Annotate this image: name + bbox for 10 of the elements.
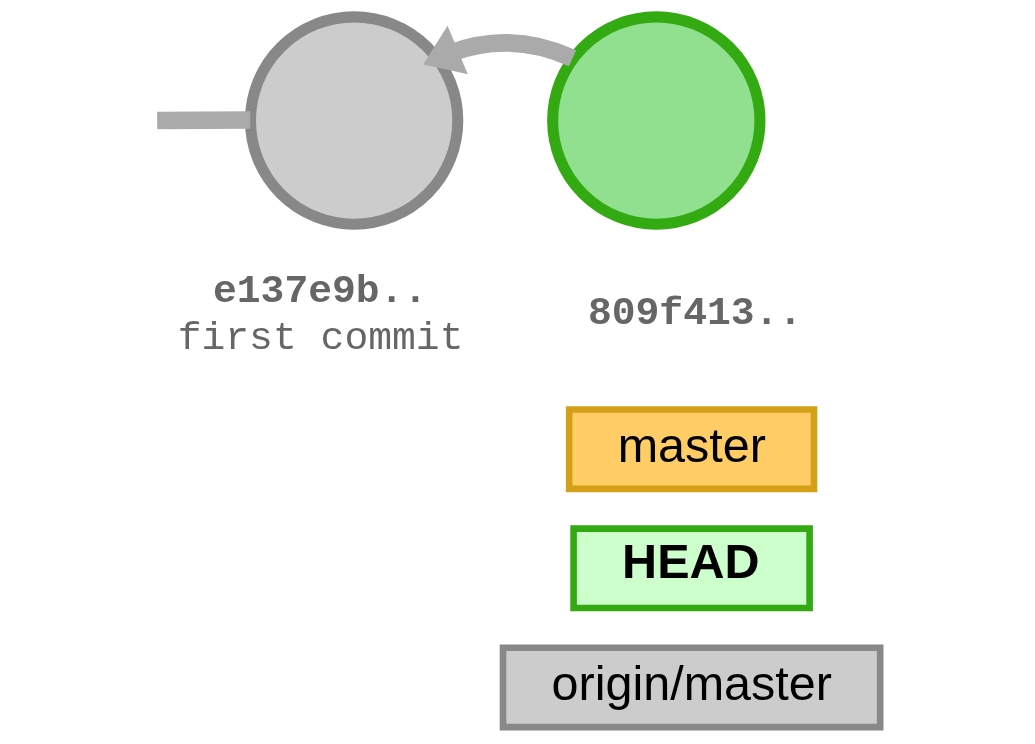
node-box: HEAD [570,525,813,612]
node-box: master [565,406,818,493]
connector [157,111,251,130]
node-label: 809f413.. [587,291,803,337]
node-box: origin/master [499,644,884,731]
node-circle [547,11,766,230]
arrow [423,25,576,75]
node-label: e137e9b.. [212,269,428,315]
node-circle [244,11,464,230]
node-label: first commit [177,315,464,361]
